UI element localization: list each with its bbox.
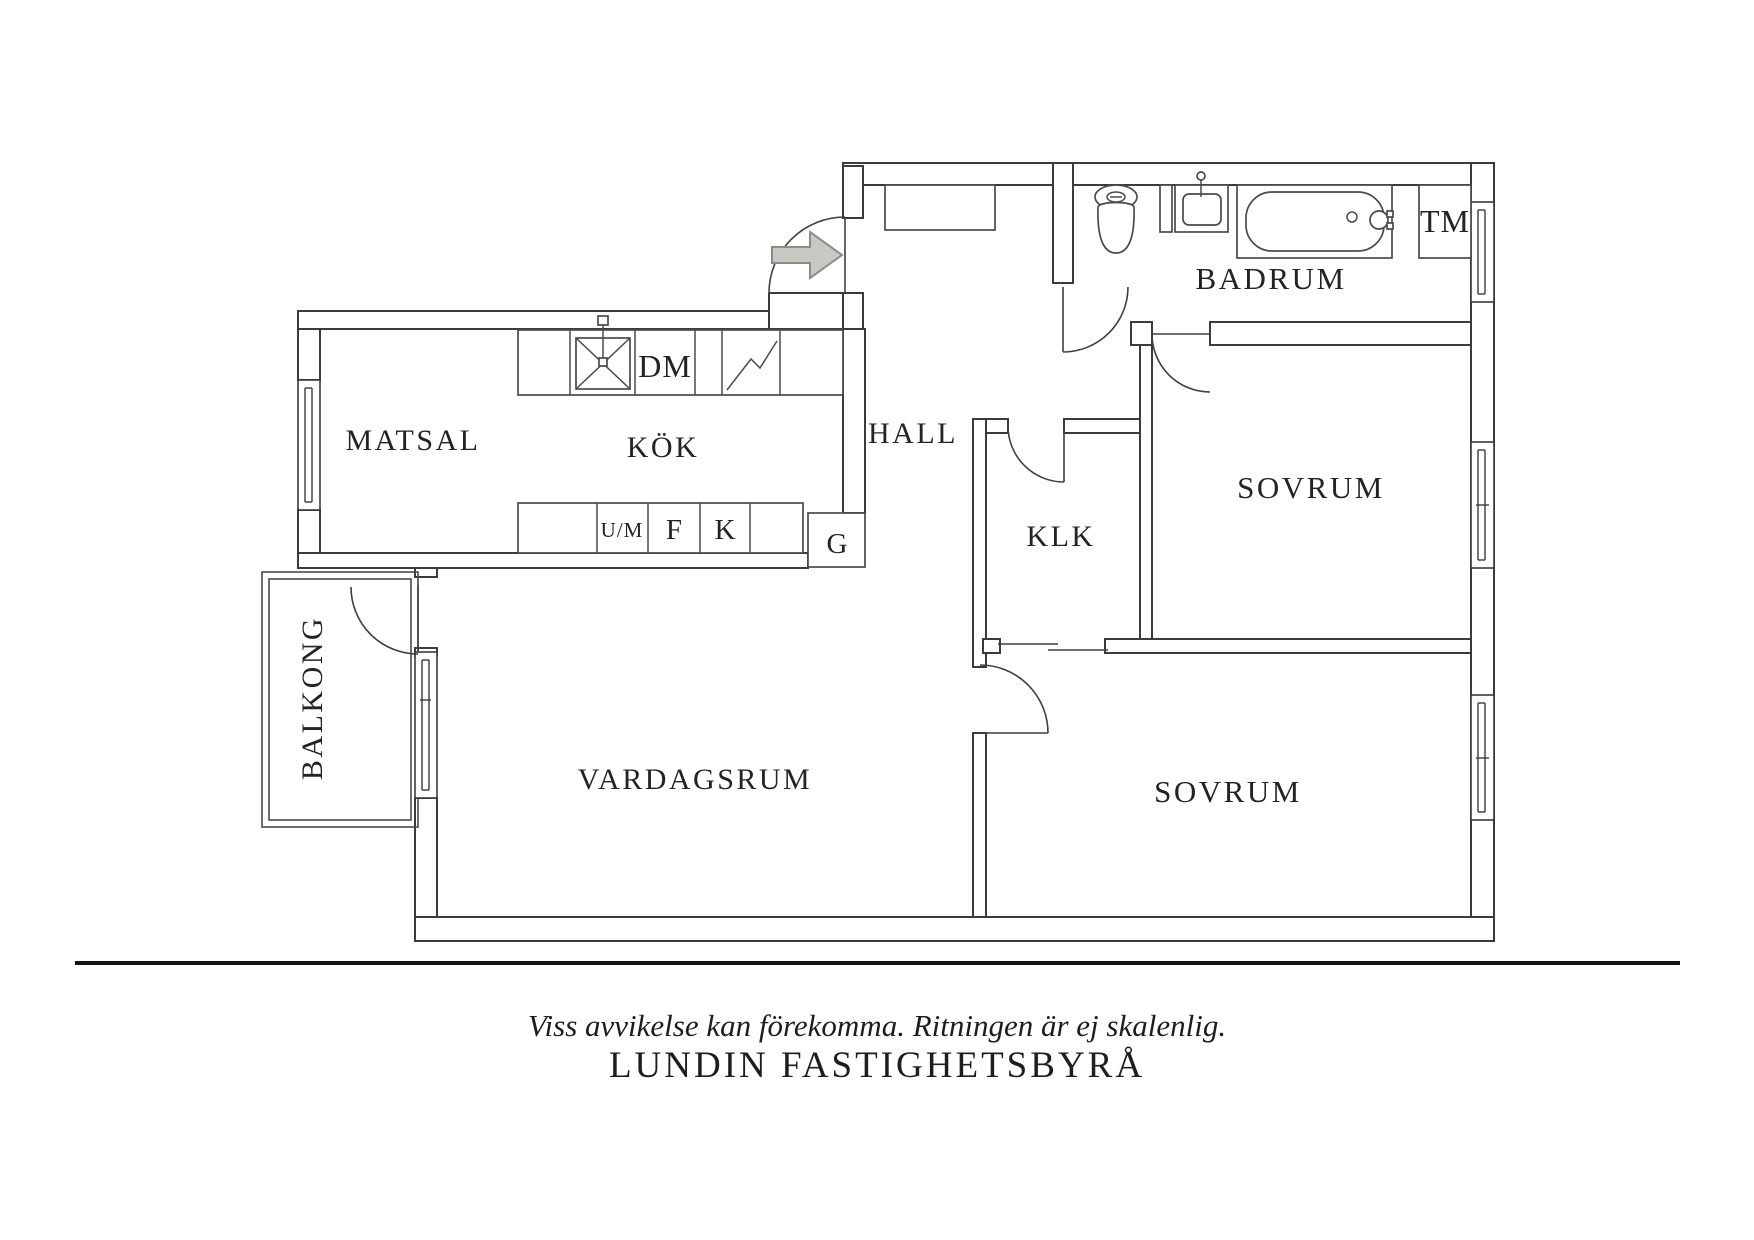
label-klk: KLK <box>1026 520 1095 553</box>
label-um: U/M <box>601 518 644 542</box>
doors <box>350 216 1211 734</box>
label-kok: KÖK <box>627 431 700 464</box>
entrance-arrow-icon <box>771 230 844 280</box>
window-vardagsrum <box>414 651 438 799</box>
label-k: K <box>715 514 736 546</box>
footer-brand: LUNDIN FASTIGHETSBYRÅ <box>609 1045 1145 1086</box>
footer-disclaimer: Viss avvikelse kan förekomma. Ritningen … <box>528 1008 1226 1043</box>
kitchen-counters <box>517 184 996 568</box>
label-g: G <box>827 528 848 560</box>
balcony-door <box>350 585 419 655</box>
window-badrum <box>1470 201 1495 303</box>
counter-bottom-row <box>517 502 804 554</box>
window-sovrum-top <box>1470 441 1495 569</box>
g-cabinet <box>807 512 866 568</box>
entrance-door <box>768 216 846 294</box>
window-sovrum-bottom <box>1470 694 1495 821</box>
label-badrum: BADRUM <box>1195 261 1346 296</box>
counter-top-row <box>517 329 844 396</box>
label-sovrum-top: SOVRUM <box>1237 470 1385 505</box>
windows <box>297 201 1495 821</box>
badrum-door <box>1062 286 1129 353</box>
label-balkong: BALKONG <box>296 616 329 780</box>
window-matsal <box>297 379 321 511</box>
label-vardagsrum: VARDAGSRUM <box>578 763 813 796</box>
label-tm: TM <box>1420 203 1470 239</box>
sovrum-bottom-door <box>979 664 1049 734</box>
hall-wardrobe <box>884 184 996 231</box>
sink-icon <box>575 315 631 390</box>
washbasin-icon <box>1174 171 1229 233</box>
partition-stub <box>1159 184 1173 233</box>
klk-door <box>1007 425 1065 483</box>
room-labels: MATSAL KÖK HALL BADRUM SOVRUM KLK VARDAG… <box>296 261 1385 809</box>
balcony-outline <box>261 571 419 828</box>
label-sovrum-bottom: SOVRUM <box>1154 774 1302 809</box>
bathtub-icon <box>1236 184 1394 259</box>
toilet-icon <box>1094 184 1138 254</box>
sovrum-top-door <box>1151 333 1211 393</box>
label-dm: DM <box>638 348 692 384</box>
stove-icon <box>726 340 778 391</box>
bathroom-fixtures <box>1094 171 1472 259</box>
label-hall: HALL <box>868 417 958 450</box>
washing-machine <box>1418 184 1472 259</box>
appliance-labels: DM TM U/M F K G <box>601 203 1470 560</box>
label-matsal: MATSAL <box>345 424 480 457</box>
klk-sliding-door <box>998 643 1108 651</box>
label-f: F <box>666 514 682 546</box>
